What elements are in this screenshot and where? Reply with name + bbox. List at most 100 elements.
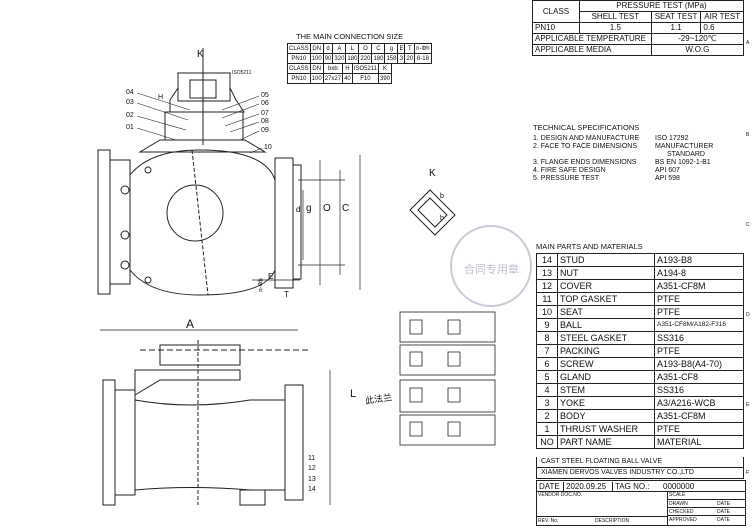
dim-a: A — [186, 317, 195, 331]
callout-02: 02 — [126, 112, 134, 119]
right-edge-letters: A B C D E F — [746, 0, 752, 529]
b-dimension-2: b — [440, 215, 444, 222]
connection-row2-cell: 27x27 — [322, 73, 344, 84]
checked-label: CHECKED — [669, 509, 694, 515]
part-number: 11 — [536, 292, 558, 306]
shell-test-value: 1.5 — [579, 22, 652, 34]
edge-letter: B — [746, 132, 750, 138]
part-material: SS316 — [654, 331, 744, 345]
part-number: 3 — [536, 396, 558, 410]
spec-key: 2. FACE TO FACE DIMENSIONS — [533, 143, 637, 150]
dim-d: d — [296, 205, 301, 214]
part-number: NO — [536, 435, 558, 449]
technical-specifications: TECHNICAL SPECIFICATIONS 1. DESIGN AND M… — [533, 124, 713, 183]
callout-12: 12 — [308, 465, 316, 472]
shell-test-header: SHELL TEST — [579, 11, 652, 23]
callout-13: 13 — [308, 476, 316, 483]
b-dimension-1: b — [440, 193, 444, 200]
part-material: A351-CF8M/A182-F316 — [654, 318, 744, 332]
dim-g: g — [306, 203, 312, 214]
dim-t: T — [284, 290, 289, 299]
temperature-label: APPLICABLE TEMPERATURE — [532, 33, 652, 45]
air-test-value: 0.6 — [700, 22, 744, 34]
part-material: PTFE — [654, 344, 744, 358]
part-name: PART NAME — [557, 435, 655, 449]
callout-06: 06 — [261, 100, 269, 107]
part-number: 2 — [536, 409, 558, 423]
part-material: A351-CF8M — [654, 279, 744, 293]
approved-label: APPROVED — [669, 517, 697, 523]
part-name: SCREW — [557, 357, 655, 371]
description-label: DESCRIPTION — [595, 518, 630, 524]
connection-row2-cell: F10 — [351, 73, 380, 84]
part-name: TOP GASKET — [557, 292, 655, 306]
edge-letter: F — [746, 470, 750, 476]
spec-value: STANDARD — [667, 151, 705, 158]
spec-key: 3. FLANGE ENDS DIMENSIONS — [533, 159, 637, 166]
flow-diagram-icons — [399, 311, 496, 446]
vendor-doc-label: VENDOR DOC.NO. — [538, 492, 583, 498]
valve-body-front — [97, 149, 302, 296]
dim-nh: n-Φh — [258, 278, 265, 292]
callout-09: 09 — [261, 127, 269, 134]
dim-l: L — [350, 388, 357, 400]
part-material: A351-CF8M — [654, 409, 744, 423]
company-name: XIAMEN DERVOS VALVES INDUSTRY CO.,LTD — [536, 468, 744, 479]
actuator-pad — [138, 48, 267, 153]
class-header: CLASS — [532, 0, 580, 23]
title-block: CAST STEEL FLOATING BALL VALVE XIAMEN DE… — [536, 457, 744, 479]
spec-key: 4. FIRE SAFE DESIGN — [533, 167, 606, 174]
seat-test-header: SEAT TEST — [650, 11, 702, 23]
pressure-test-table: CLASS PRESSURE TEST (MPa) SHELL TEST SEA… — [532, 0, 745, 56]
revision-block: VENDOR DOC.NO. REV. No. DESCRIPTION SCAL… — [536, 491, 746, 526]
part-number: 1 — [536, 422, 558, 436]
edge-letter: E — [746, 402, 750, 408]
valve-drawing — [97, 48, 496, 506]
callout-03: 03 — [126, 99, 134, 106]
callout-10: 10 — [264, 144, 272, 151]
part-name: STEEL GASKET — [557, 331, 655, 345]
scale-label: SCALE — [669, 492, 686, 498]
part-material: PTFE — [654, 292, 744, 306]
k-view-detail — [409, 189, 456, 236]
part-number: 4 — [536, 383, 558, 397]
rev-label: REV. No. — [538, 518, 559, 524]
approved-date-label: DATE — [717, 517, 730, 523]
parts-title: MAIN PARTS AND MATERIALS — [536, 242, 643, 251]
dim-e: E — [268, 272, 274, 281]
part-name: NUT — [557, 266, 655, 280]
dim-h: H — [158, 94, 164, 101]
part-number: 14 — [536, 253, 558, 267]
date-value: 2020.09.25 — [563, 481, 612, 491]
part-number: 13 — [536, 266, 558, 280]
spec-value: MANUFACTURER — [655, 143, 714, 150]
part-name: YOKE — [557, 396, 655, 410]
part-material: A193-B8(A4-70) — [654, 357, 744, 371]
company-seal: 合同专用章 — [450, 225, 532, 307]
k-view-label: K — [429, 168, 436, 179]
spec-key: 1. DESIGN AND MANUFACTURE — [533, 135, 640, 142]
iso5211-label: ISO5211 — [232, 70, 252, 76]
date-label: DATE — [539, 481, 560, 491]
k-arrow-label: K — [197, 49, 204, 60]
part-number: 12 — [536, 279, 558, 293]
spec-item: 2. FACE TO FACE DIMENSIONS MANUFACTURER — [533, 143, 713, 151]
part-material: A351-CF8 — [654, 370, 744, 384]
edge-letter: D — [746, 312, 750, 318]
checked-date-label: DATE — [717, 509, 730, 515]
air-test-header: AIR TEST — [700, 11, 744, 23]
connection-size-title: THE MAIN CONNECTION SIZE — [296, 32, 404, 41]
part-number: 5 — [536, 370, 558, 384]
spec-value: API 607 — [655, 167, 680, 174]
callout-01: 01 — [126, 124, 134, 131]
